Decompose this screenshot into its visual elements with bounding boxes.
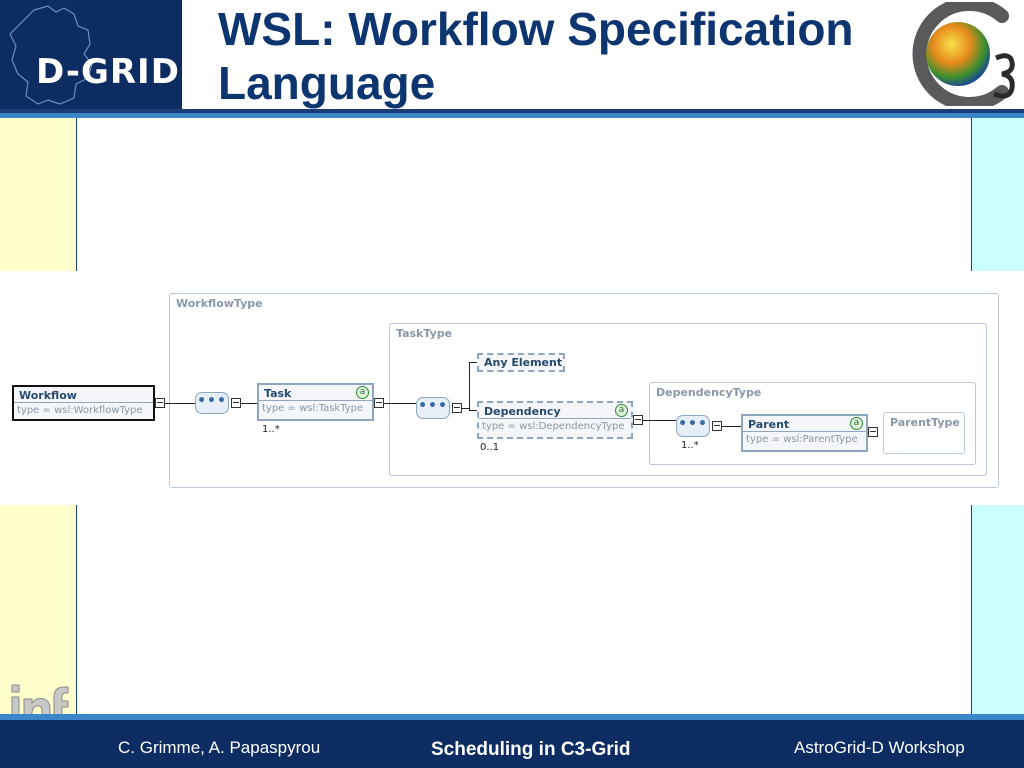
- footer-accent-bar: [0, 714, 1024, 720]
- workflow-element[interactable]: Workflow type = wsl:WorkflowType: [12, 385, 155, 421]
- slide-header: D-GRID WSL: Workflow Specification Langu…: [0, 0, 1024, 110]
- dependency-element-type: type = wsl:DependencyType: [482, 421, 625, 432]
- footer-topic: Scheduling in C3-Grid: [431, 739, 631, 760]
- attributes-icon: a: [356, 386, 369, 399]
- connector-line: [462, 408, 470, 409]
- germany-map-icon: [9, 5, 93, 105]
- slide-title: WSL: Workflow Specification Language: [218, 3, 854, 109]
- element-divider: [259, 400, 372, 401]
- task-element-name: Task: [264, 387, 292, 400]
- element-divider: [479, 418, 631, 419]
- parent-multiplicity: 1..*: [681, 440, 699, 451]
- attributes-icon: a: [615, 404, 628, 417]
- dgrid-logo-text: D-GRID: [36, 52, 180, 92]
- collapse-toggle-sequence-2[interactable]: [452, 403, 462, 413]
- sequence-compositor-1[interactable]: •••: [195, 392, 229, 414]
- connector-line: [469, 410, 477, 411]
- task-multiplicity: 1..*: [262, 424, 280, 435]
- collapse-toggle-parent[interactable]: [868, 427, 878, 437]
- dependency-multiplicity: 0..1: [480, 442, 500, 453]
- parent-element-type: type = wsl:ParentType: [746, 434, 858, 445]
- header-divider: [0, 109, 1024, 113]
- dependency-element[interactable]: Dependency a type = wsl:DependencyType: [477, 401, 633, 439]
- collapse-toggle-sequence-1[interactable]: [231, 398, 241, 408]
- collapse-toggle-dependency[interactable]: [633, 415, 643, 425]
- workflowtype-label: WorkflowType: [176, 297, 263, 310]
- slide-footer: C. Grimme, A. Papaspyrou Scheduling in C…: [0, 720, 1024, 768]
- any-element-name: Any Element: [484, 356, 563, 369]
- connector-line: [165, 403, 195, 404]
- dgrid-logo: D-GRID: [0, 0, 182, 110]
- any-element[interactable]: Any Element: [477, 353, 565, 372]
- task-element-type: type = wsl:TaskType: [262, 403, 364, 414]
- sequence-compositor-3[interactable]: •••: [676, 415, 710, 437]
- task-element[interactable]: Task a type = wsl:TaskType: [257, 383, 374, 421]
- header-accent-bar: [0, 113, 1024, 118]
- dependencytype-label: DependencyType: [656, 386, 762, 399]
- c3-globe-logo-icon: [912, 2, 1015, 106]
- collapse-toggle-workflow[interactable]: [155, 398, 165, 408]
- connector-line: [469, 362, 477, 363]
- connector-line: [241, 403, 257, 404]
- branch-line: [469, 362, 470, 410]
- element-divider: [743, 431, 866, 432]
- footer-event: AstroGrid-D Workshop: [794, 738, 965, 757]
- parenttype-label: ParentType: [890, 416, 960, 429]
- collapse-toggle-sequence-3[interactable]: [712, 421, 722, 431]
- sequence-compositor-2[interactable]: •••: [416, 397, 450, 419]
- element-divider: [14, 402, 153, 403]
- connector-line: [722, 426, 741, 427]
- attributes-icon: a: [850, 417, 863, 430]
- footer-authors: C. Grimme, A. Papaspyrou: [118, 738, 321, 757]
- tasktype-label: TaskType: [396, 327, 453, 340]
- connector-line: [384, 403, 416, 404]
- parent-element-name: Parent: [748, 418, 790, 431]
- workflow-element-name: Workflow: [19, 389, 77, 402]
- dependency-element-name: Dependency: [484, 405, 561, 418]
- parent-element[interactable]: Parent a type = wsl:ParentType: [741, 414, 868, 452]
- collapse-toggle-task[interactable]: [374, 398, 384, 408]
- connector-line: [643, 420, 676, 421]
- parenttype-group: ParentType: [883, 412, 965, 454]
- workflow-element-type: type = wsl:WorkflowType: [17, 405, 143, 416]
- wsl-schema-diagram: WorkflowType TaskType DependencyType Wor…: [0, 271, 1024, 505]
